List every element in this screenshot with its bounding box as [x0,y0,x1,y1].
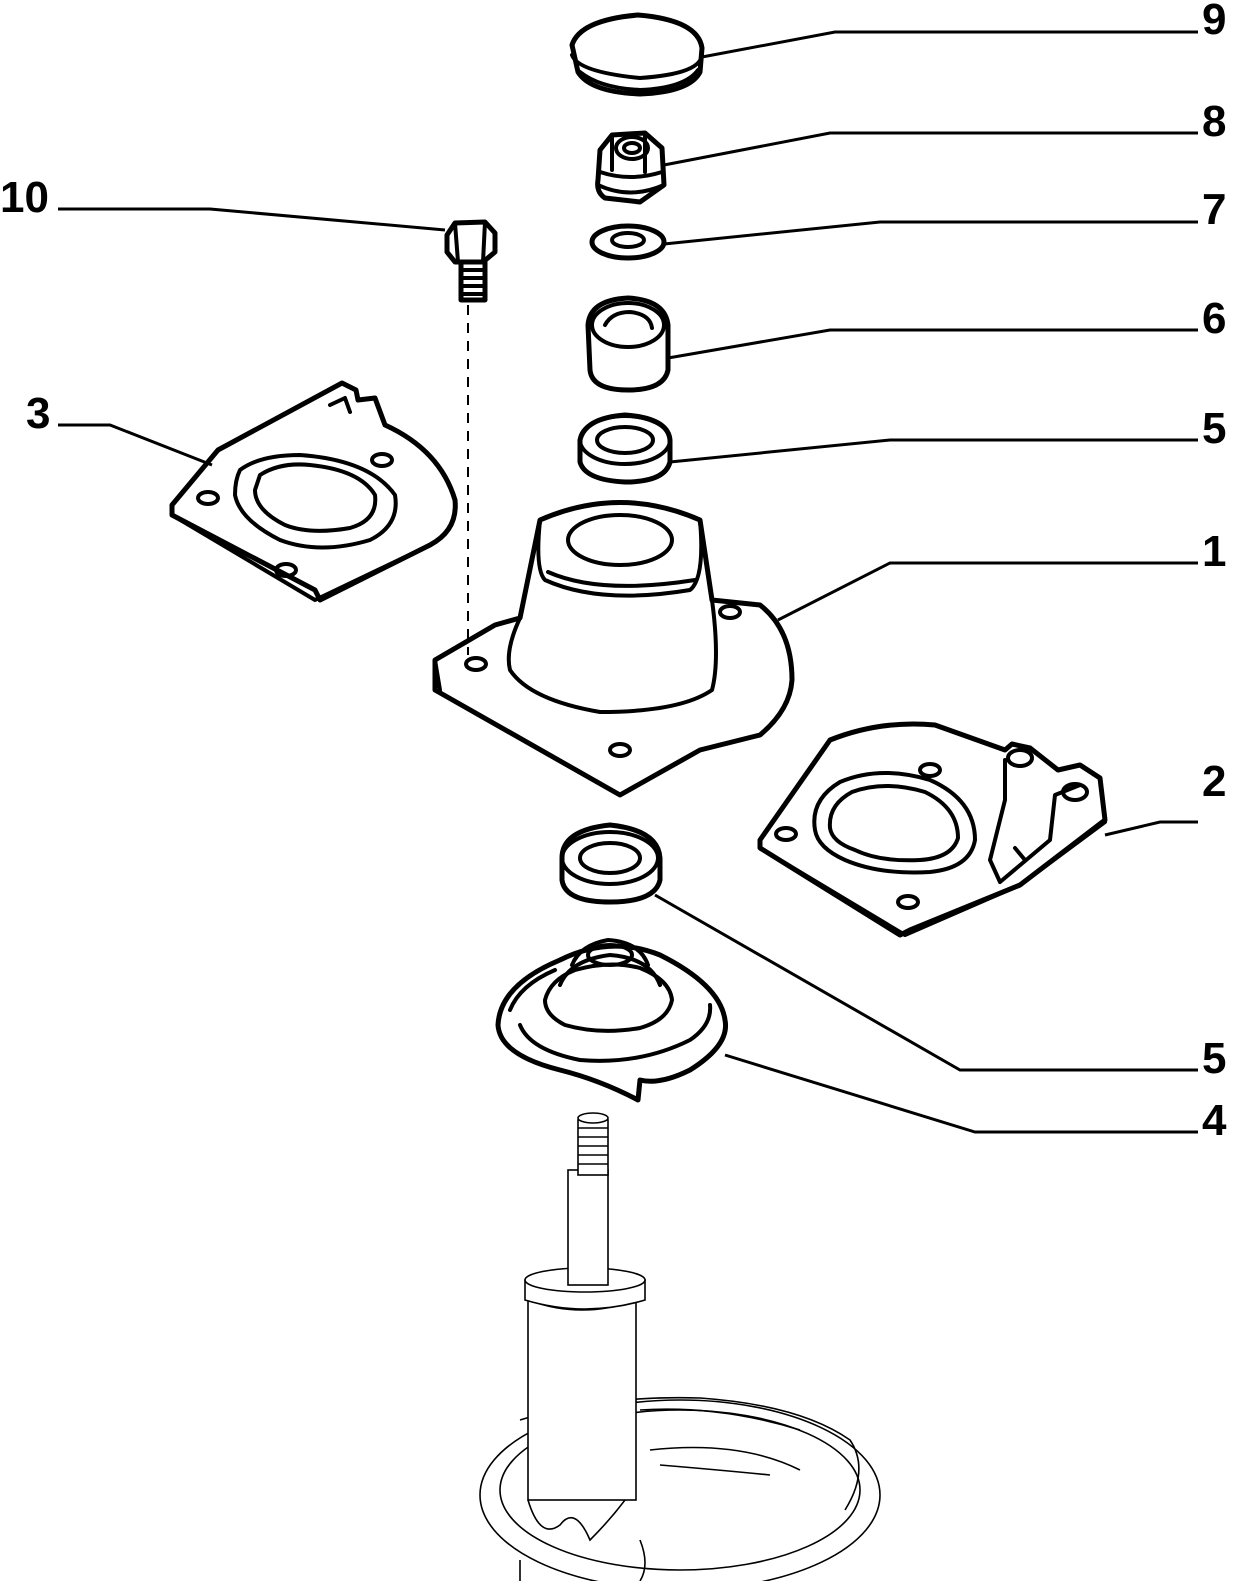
callout-7: 7 [1202,185,1226,234]
callout-8: 8 [1202,97,1226,146]
nut-part [595,130,667,205]
callout-6: 6 [1202,294,1226,343]
bolt-part [444,219,498,303]
left-plate-part [169,380,458,603]
dust-cover-part [495,938,729,1103]
lower-bushing-part [559,822,663,905]
callout-3: 3 [26,389,50,438]
right-plate-part [757,721,1108,938]
callout-5-lower: 5 [1202,1034,1226,1083]
washer-part [589,223,667,261]
callout-1: 1 [1202,527,1226,576]
callout-4: 4 [1202,1096,1227,1145]
leader-lines [58,30,1198,1134]
callout-labels: 9 8 7 6 5 1 2 5 4 3 10 [0,0,1227,1145]
cap-part [569,12,705,97]
callout-9: 9 [1202,0,1226,44]
callout-5-upper: 5 [1202,404,1226,453]
upper-mount-part [432,500,795,798]
spacer-sleeve-part [585,295,671,393]
shock-absorber-strut [479,1112,881,1581]
callout-10: 10 [0,173,49,222]
upper-bushing-part [577,412,673,485]
callout-2: 2 [1202,757,1226,806]
